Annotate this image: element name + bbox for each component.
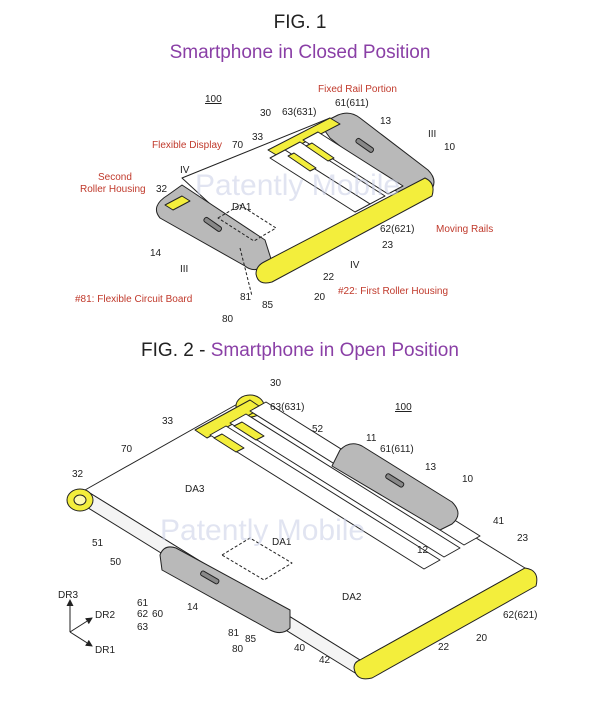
fig1-ref-rail: 62(621) [380,224,414,235]
fig1-title: FIG. 1 [273,12,327,33]
fig1-flex-board [217,204,277,242]
fig2-left-housing [159,546,291,634]
fig2-ref-81: 81 [228,628,240,639]
fig1-sec-III-a: III [428,129,436,140]
fig2-yellow-rail-a [213,433,245,453]
fig1-ref-20: 20 [314,292,326,303]
fig2-ref-61: 61 [137,598,149,609]
fig2-ref-63: 63 [137,622,149,633]
fig1-yellow-rail-b [305,142,335,162]
fig2-yellow-rail-b [233,421,265,441]
fig2-slot-14 [200,570,220,585]
fig2-device [66,394,538,680]
fig1-ref-70: 70 [232,140,244,151]
fig2-ref-51: 51 [92,538,104,549]
fig2-axis-dr2: DR2 [95,610,115,621]
fig1-ref-device: 100 [205,94,222,105]
fig1-ref-33: 33 [252,132,264,143]
fig2-ref-rail-b: 61(611) [380,444,414,455]
fig1-ref-81: 81 [240,292,252,303]
fig1-sec-III-b: III [180,264,188,275]
fig2-labels: 30 63(631) 100 33 52 11 61(611) 70 13 10… [58,378,537,666]
fig1-ann-second-2: Roller Housing [80,184,146,195]
fig2-ref-40: 40 [294,643,306,654]
fig2-slot-13 [385,473,405,488]
fig1-yellow-rail-a [287,152,317,172]
fig1-ref-22: 22 [323,272,335,283]
fig2-ref-10: 10 [462,474,474,485]
fig2-axis-dr1: DR1 [95,645,115,656]
fig2-ref-30: 30 [270,378,282,389]
watermark-fig2: Patently Mobile [160,514,365,547]
fig2-axis-dr3: DR3 [58,590,78,601]
fig2-area-da3: DA3 [185,484,205,495]
fig2-ref-12: 12 [417,545,429,556]
fig2-heading: FIG. 2 - Smartphone in Open Position [0,340,600,362]
fig1-ref-80: 80 [222,314,234,325]
fig2-title: FIG. 2 - [141,340,211,361]
fig2-ref-device: 100 [395,402,412,413]
fig1-ref-14: 14 [150,248,162,259]
fig1-slot-13 [355,137,375,153]
fig1-sec-IV-a: IV [180,165,190,176]
fig2-ref-14: 14 [187,602,199,613]
fig1-yellow-left [164,195,191,211]
fig2-ref-60: 60 [152,609,164,620]
fig2-ref-23: 23 [517,533,529,544]
fig2-ref-70: 70 [121,444,133,455]
fig1-ref-32: 32 [156,184,168,195]
fig1-ref-moving: 61(611) [335,98,369,109]
fig2-area-da2: DA2 [342,592,362,603]
fig2-area-da1: DA1 [272,537,292,548]
fig2-ref-20: 20 [476,633,488,644]
fig1-ann-first-roller: #22: First Roller Housing [338,286,448,297]
fig2-ref-85: 85 [245,634,257,645]
fig2-ref-52: 52 [312,424,324,435]
fig2-ref-80: 80 [232,644,244,655]
fig1-ref-85: 85 [262,300,274,311]
fig2-ref-32: 32 [72,469,84,480]
fig1-ann-fixed-rail: Fixed Rail Portion [318,84,397,95]
fig2-ref-rail-c: 62(621) [503,610,537,621]
fig1-device [155,112,435,297]
fig1-roller-22 [255,177,434,284]
fig1-ref-23: 23 [382,240,394,251]
fig2-ref-11: 11 [366,433,377,444]
fig1-ann-second-1: Second [98,172,132,183]
fig1-ann-flex-board: #81: Flexible Circuit Board [75,294,192,305]
fig2-axes [66,599,93,647]
watermark-fig1: Patently Mobile [195,169,400,202]
fig1-slot-14 [203,216,223,232]
fig1-area-da1: DA1 [232,202,252,213]
fig1-rails [269,131,404,213]
fig2-ref-13: 13 [425,462,437,473]
fig1-ann-moving-rails: Moving Rails [436,224,493,235]
fig2-ref-41: 41 [493,516,505,527]
fig1-sec-IV-b: IV [350,260,360,271]
fig2-flex-board [221,537,293,581]
fig1-yellow-strip [267,117,341,157]
fig2-roller-22 [353,567,538,680]
fig1-ref-13: 13 [380,116,392,127]
fig1-labels: 100 Fixed Rail Portion 63(631) 61(611) 3… [75,84,493,325]
fig2-ref-rail-a: 63(631) [270,402,304,413]
fig1-ref-30: 30 [260,108,272,119]
fig2-ref-22: 22 [438,642,450,653]
fig2-ref-42: 42 [319,655,331,666]
fig1-subtitle: Smartphone in Closed Position [169,42,431,63]
fig2-ref-62: 62 [137,609,149,620]
fig1-ref-fixed: 63(631) [282,107,316,118]
fig1-ann-flex-display: Flexible Display [152,140,222,151]
fig1-ref-10: 10 [444,142,456,153]
fig2-ref-33: 33 [162,416,174,427]
fig2-right-housing [331,443,459,531]
fig2-subtitle: Smartphone in Open Position [210,340,459,361]
fig2-ref-50: 50 [110,557,122,568]
